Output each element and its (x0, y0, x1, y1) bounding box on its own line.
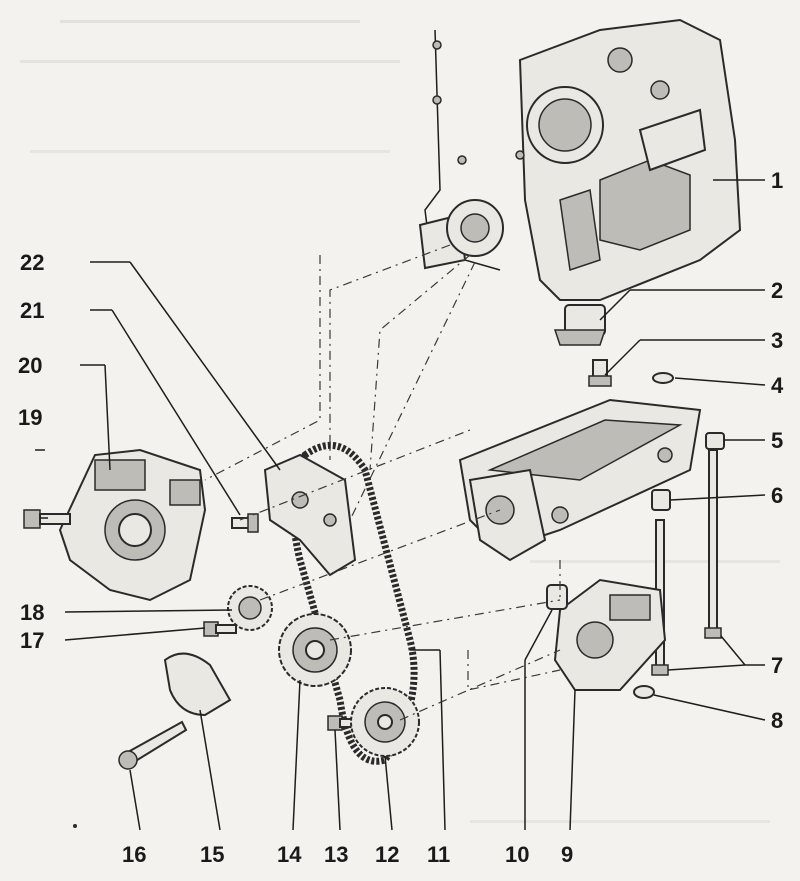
callout-21: 21 (20, 298, 44, 323)
chain-guide (263, 453, 357, 577)
washer-8 (633, 685, 655, 699)
callout-16: 16 (122, 842, 146, 867)
callout-6: 6 (771, 483, 783, 508)
bolt-21 (231, 513, 259, 533)
callout-20: 20 (18, 353, 42, 378)
callout-13: 13 (324, 842, 348, 867)
sleeve-10 (546, 584, 568, 610)
callout-14: 14 (277, 842, 302, 867)
callout-15: 15 (200, 842, 224, 867)
callout-3: 3 (771, 328, 783, 353)
plug-4 (652, 372, 674, 384)
sleeve-6 (651, 489, 671, 511)
bolt-3 (588, 359, 612, 387)
leader-lines (35, 179, 766, 831)
callout-7: 7 (771, 653, 783, 678)
cover-15 (163, 652, 232, 717)
oil-pump-sprocket-12 (350, 687, 420, 757)
callout-22: 22 (20, 250, 44, 275)
callout-5: 5 (771, 428, 783, 453)
callout-8: 8 (771, 708, 783, 733)
callout-2: 2 (771, 278, 783, 303)
oil-pump (553, 578, 667, 691)
callout-12: 12 (375, 842, 399, 867)
callout-19: 19 (18, 405, 42, 430)
stray-mark (73, 824, 77, 828)
bolt-17 (203, 621, 237, 637)
crankshaft-sprocket-14 (278, 613, 352, 687)
callout-labels: 1 2 3 4 5 6 7 8 9 10 11 12 13 14 15 16 1… (18, 168, 784, 867)
bolt-16 (118, 720, 188, 770)
sleeve-5 (705, 432, 725, 450)
callout-17: 17 (20, 628, 44, 653)
oil-pan (458, 398, 702, 562)
tensioner-housing (58, 448, 207, 602)
callout-1: 1 (771, 168, 783, 193)
callout-4: 4 (771, 373, 784, 398)
callout-18: 18 (20, 600, 44, 625)
sprocket-18 (227, 585, 273, 631)
callout-10: 10 (505, 842, 529, 867)
crankshaft-sprocket-upper (418, 199, 504, 270)
sensor (553, 304, 607, 346)
assembly-lines (204, 244, 561, 721)
callout-9: 9 (561, 842, 573, 867)
cylinder-block (518, 18, 742, 301)
bolt-19 (23, 509, 71, 529)
callout-11: 11 (427, 842, 450, 867)
